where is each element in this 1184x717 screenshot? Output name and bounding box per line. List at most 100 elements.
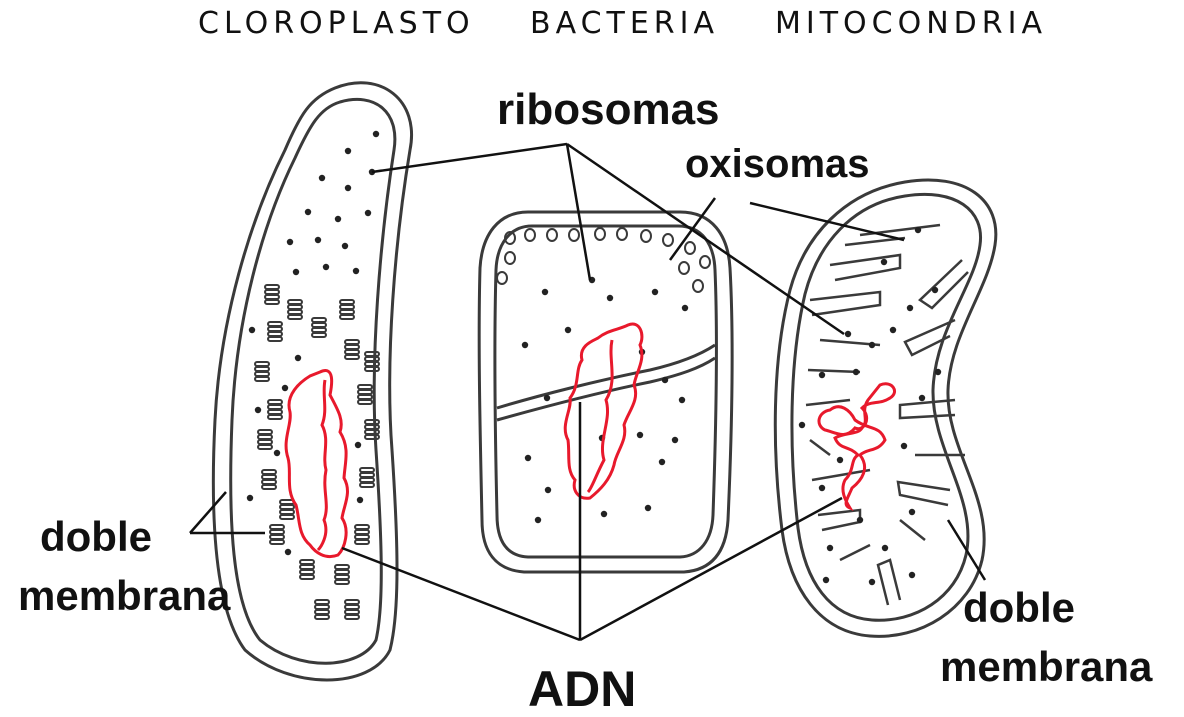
thylakoid <box>345 615 359 619</box>
thylakoid <box>315 610 329 614</box>
thylakoid <box>360 473 374 477</box>
thylakoid <box>365 357 379 361</box>
mitochondria <box>775 180 996 636</box>
thylakoid <box>355 525 369 529</box>
thylakoid <box>268 337 282 341</box>
crista <box>898 482 950 505</box>
ribosome-bump <box>525 229 535 241</box>
thylakoid <box>345 345 359 349</box>
thylakoid <box>268 327 282 331</box>
thylakoid <box>255 362 269 366</box>
ribosome-dot <box>901 443 907 449</box>
thylakoid <box>270 525 284 529</box>
crista <box>806 400 850 405</box>
thylakoid <box>358 390 372 394</box>
thylakoid <box>258 430 272 434</box>
thylakoid <box>265 300 279 304</box>
ribosome-dot <box>919 395 925 401</box>
thylakoid <box>312 323 326 327</box>
ribosome-dot <box>645 505 651 511</box>
ribosome-dot <box>353 268 359 274</box>
thylakoid <box>335 570 349 574</box>
ribosome-dot <box>907 305 913 311</box>
crista <box>810 292 880 315</box>
thylakoid <box>268 415 282 419</box>
thylakoid <box>288 300 302 304</box>
thylakoid <box>315 615 329 619</box>
thylakoid <box>258 445 272 449</box>
ribosome-dot <box>819 485 825 491</box>
ribosome-dot <box>249 327 255 333</box>
ribosome-dot <box>869 579 875 585</box>
header-bacteria: BACTERIA <box>530 6 719 41</box>
thylakoid <box>255 367 269 371</box>
ribosome-dot <box>335 216 341 222</box>
thylakoid <box>270 540 284 544</box>
ribosome-dot <box>323 264 329 270</box>
ribosome-dot <box>819 372 825 378</box>
ribosome-dot <box>672 437 678 443</box>
ribosome-dot <box>662 377 668 383</box>
thylakoid <box>360 468 374 472</box>
ribosome-dot <box>247 495 253 501</box>
thylakoid <box>268 410 282 414</box>
ribosome-bump <box>569 229 579 241</box>
thylakoid <box>345 340 359 344</box>
crista <box>830 255 900 280</box>
thylakoid <box>312 333 326 337</box>
ribosome-dot <box>845 331 851 337</box>
thylakoid <box>300 575 314 579</box>
thylakoid <box>360 478 374 482</box>
thylakoid <box>262 480 276 484</box>
ribosome-dot <box>295 355 301 361</box>
thylakoid <box>300 565 314 569</box>
thylakoid <box>315 605 329 609</box>
ribosome-dot <box>682 305 688 311</box>
label-right-double: doble <box>963 587 1075 629</box>
crista <box>808 370 860 372</box>
thylakoid <box>335 580 349 584</box>
crista <box>878 560 900 605</box>
ribosome-dot <box>853 369 859 375</box>
thylakoid <box>335 575 349 579</box>
thylakoid <box>358 385 372 389</box>
ribosome-dot <box>293 269 299 275</box>
thylakoid <box>365 430 379 434</box>
ribosome-dot <box>357 497 363 503</box>
ribosome-dot <box>274 450 280 456</box>
bacteria-ribosome-row <box>497 228 710 292</box>
thylakoid <box>358 395 372 399</box>
thylakoid <box>258 440 272 444</box>
thylakoid <box>345 610 359 614</box>
ribosome-dot <box>935 369 941 375</box>
label-right-membrane: membrana <box>940 646 1152 688</box>
ribosome-bump <box>679 262 689 274</box>
ribosome-bump <box>617 228 627 240</box>
thylakoid <box>340 315 354 319</box>
thylakoid <box>262 470 276 474</box>
ribosome-bump <box>505 252 515 264</box>
ribosome-dot <box>545 487 551 493</box>
crista <box>840 545 870 560</box>
thylakoid <box>355 540 369 544</box>
thylakoid <box>365 420 379 424</box>
ribosome-dot <box>881 259 887 265</box>
mitochondria-ribosomes <box>799 227 941 585</box>
thylakoid <box>312 328 326 332</box>
crista <box>900 400 955 418</box>
thylakoid <box>335 565 349 569</box>
thylakoid <box>280 505 294 509</box>
thylakoid <box>265 295 279 299</box>
thylakoid <box>345 350 359 354</box>
thylakoid <box>300 560 314 564</box>
chloroplast-dna <box>286 371 347 557</box>
ribosome-dot <box>365 210 371 216</box>
crista <box>810 440 830 455</box>
ribosome-dot <box>355 442 361 448</box>
ribosome-bump <box>663 234 673 246</box>
thylakoid <box>268 405 282 409</box>
thylakoid <box>345 355 359 359</box>
bacteria-septum-inner <box>497 358 715 420</box>
header-chloroplast: CLOROPLASTO <box>198 6 475 41</box>
